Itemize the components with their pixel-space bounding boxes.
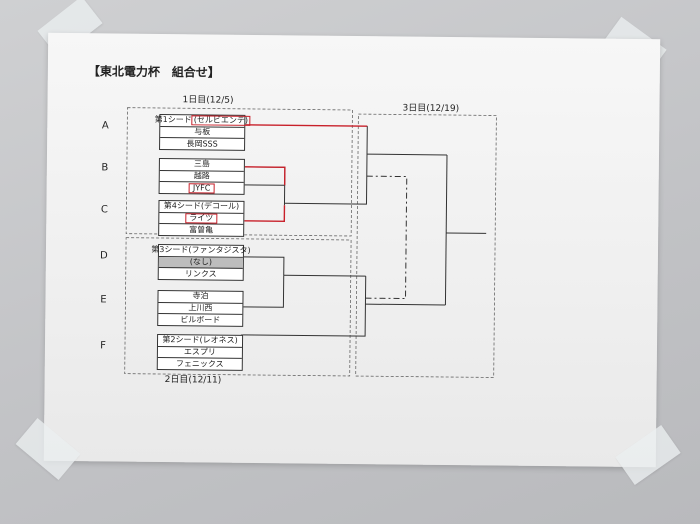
team-slot: 富曽亀 [189, 224, 214, 235]
seed-prefix: 第1シード [154, 115, 192, 125]
team-slot: 上川西 [158, 302, 243, 316]
day1-area [125, 107, 353, 237]
line-de-mid [283, 274, 366, 277]
group-e-box: 寺泊 上川西 ビルボード [157, 289, 244, 327]
line-f-out [241, 276, 367, 337]
bracket-sheet: 【東北電力杯 組合せ】 1日目(12/5) 3日目(12/19) 2日目(12/… [43, 32, 661, 468]
line-bc-mid [284, 202, 352, 205]
team-slot: エスプリ [157, 346, 242, 360]
group-a-seed: 第1シード(セルビエンテ) [155, 114, 251, 128]
line-final-join [444, 154, 448, 305]
group-d-box: 第3シード(ファンタジスタ) (なし) リンクス [151, 243, 251, 281]
seed-note: (レオネス) [199, 335, 238, 346]
team-slot-marked: ライツ [159, 212, 244, 226]
group-c-seed: 第4シード(デコール) [159, 200, 244, 214]
group-f-box: 第2シード(レオネス) エスプリ フェニックス [156, 333, 244, 371]
bracket-lines [124, 107, 497, 378]
team-slot: 長岡SSS [186, 138, 218, 149]
team-slot-empty: (なし) [158, 256, 243, 270]
seed-prefix: 第3シード [151, 245, 189, 255]
team-slot: 越路 [159, 170, 244, 184]
team-slot: 寺泊 [158, 290, 243, 304]
line-c-out [242, 205, 286, 222]
team-name: JYFC [188, 182, 215, 194]
team-name: ライツ [185, 213, 218, 224]
line-abc-join [351, 126, 368, 205]
seed-note: (デコール) [200, 201, 240, 212]
team-slot: 与板 [160, 126, 245, 140]
line-a-out [243, 124, 368, 127]
line-def-out [365, 303, 446, 306]
seed-note: (セルビエンテ) [191, 115, 251, 127]
line-d-out [241, 256, 285, 276]
day3-area [355, 113, 497, 378]
group-c-box: 第4シード(デコール) ライツ 富曽亀 [158, 199, 245, 237]
line-e-out [241, 275, 285, 308]
team-slot: 三島 [159, 158, 244, 172]
line-semifinal-dashed [365, 175, 408, 300]
team-slot: リンクス [184, 268, 217, 279]
team-slot-marked: JYFC [160, 182, 244, 194]
line-abc-out [366, 153, 448, 156]
seed-prefix: 第4シード [163, 201, 201, 211]
day2-area [124, 237, 352, 377]
team-slot: フェニックス [175, 358, 224, 369]
seed-prefix: 第2シード [162, 335, 200, 345]
group-a-box: 第1シード(セルビエンテ) 与板 長岡SSS [155, 113, 251, 151]
line-bc-winner [242, 166, 286, 186]
line-b-out [242, 166, 286, 186]
group-f-seed: 第2シード(レオネス) [157, 334, 243, 348]
seed-note: (ファンタジスタ) [188, 245, 251, 256]
team-slot: ビルボード [180, 314, 221, 325]
group-d-seed: 第3シード(ファンタジスタ) [151, 244, 251, 258]
group-b-box: 三島 越路 JYFC [158, 157, 245, 195]
